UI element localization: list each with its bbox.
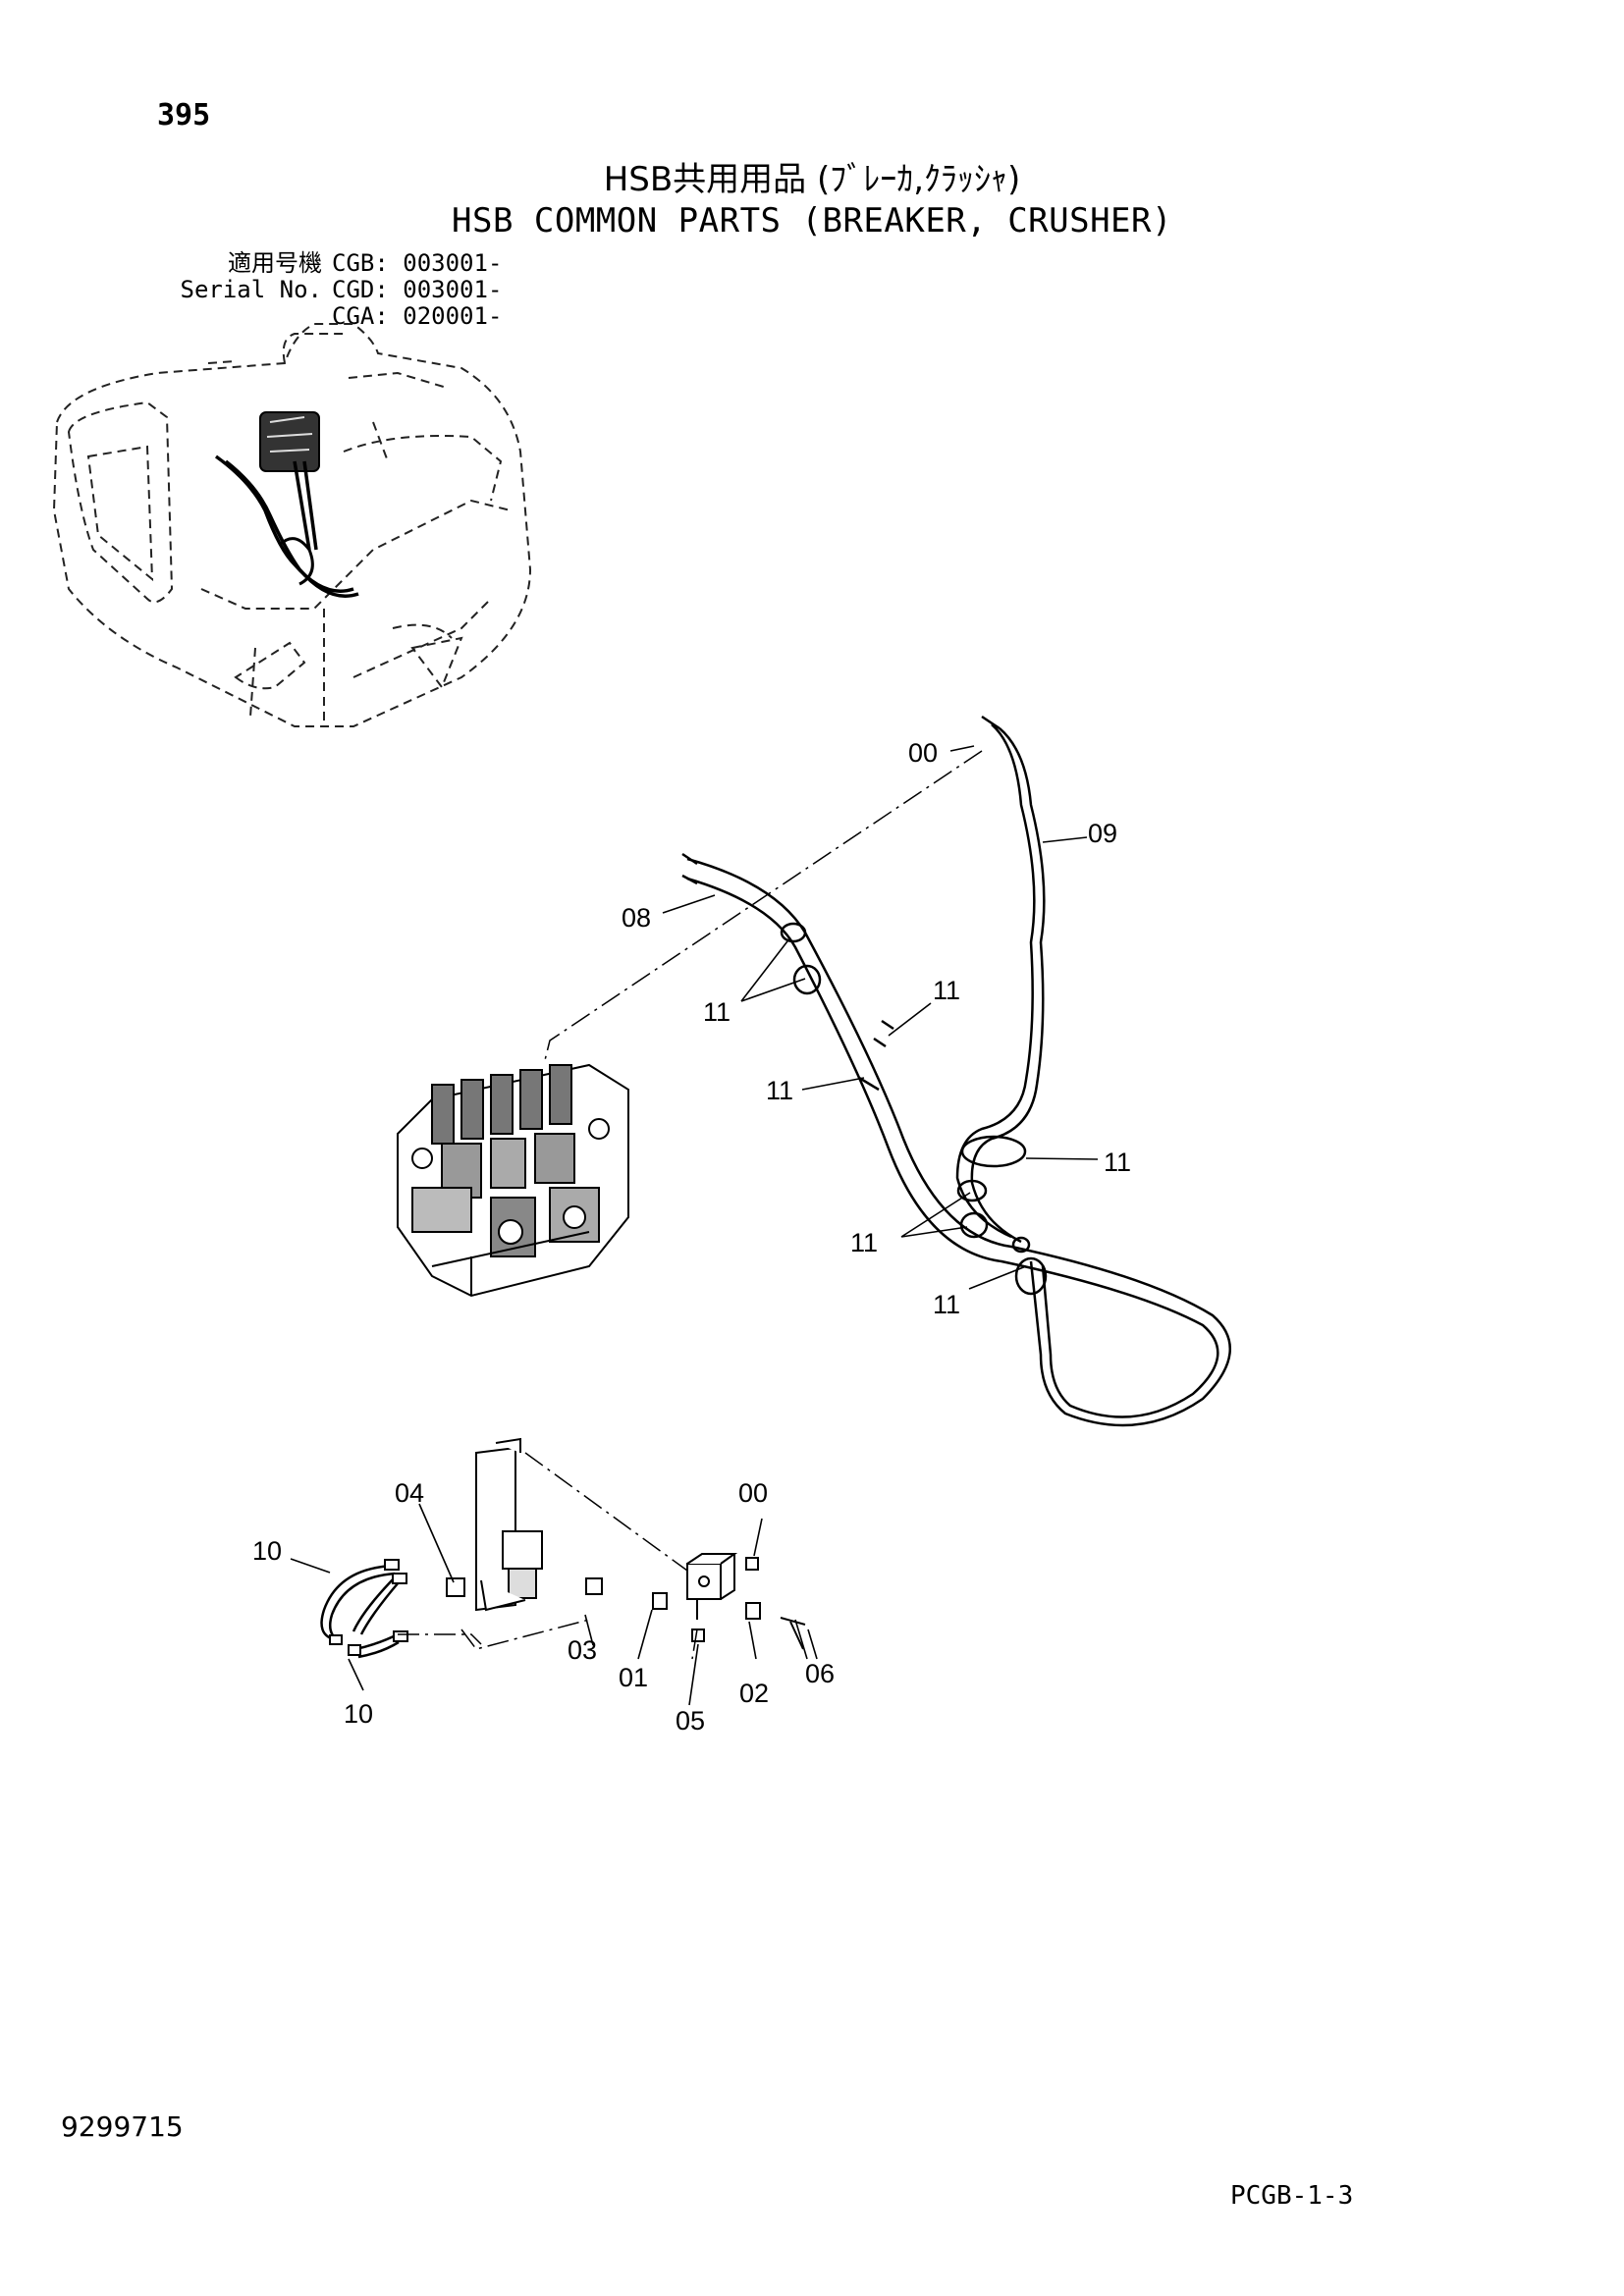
callout-11: 11	[933, 1290, 960, 1319]
callout-10: 10	[344, 1699, 373, 1729]
page-number: 395	[157, 98, 211, 133]
page-title-japanese: HSB共用用品 (ﾌﾞﾚｰｶ,ｸﾗｯｼｬ)	[603, 160, 1021, 199]
serial-row: CGA: 020001-	[155, 303, 502, 330]
serial-label-japanese: 適用号機	[228, 249, 322, 277]
machine-overview-illustration	[52, 323, 532, 727]
serial-entry: CGD: 003001-	[332, 276, 503, 303]
serial-entry: CGA: 020001-	[332, 302, 503, 330]
callout-leader-lines	[290, 745, 1099, 1706]
document-number: 9299715	[61, 2110, 184, 2143]
serial-entry: CGB: 003001-	[332, 249, 503, 277]
serial-row: 適用号機 CGB: 003001-	[155, 250, 502, 277]
callout-00: 00	[908, 738, 938, 768]
callout-11: 11	[850, 1228, 878, 1257]
callout-11: 11	[703, 997, 731, 1027]
page-code: PCGB-1-3	[1230, 2181, 1354, 2211]
small-fittings	[446, 1557, 761, 1642]
callout-06: 06	[805, 1659, 835, 1688]
callout-02: 02	[739, 1679, 769, 1708]
control-valve-illustration	[397, 1063, 629, 1298]
callout-11: 11	[1104, 1148, 1131, 1177]
serial-label-english: Serial No.	[180, 276, 323, 303]
callout-11: 11	[933, 976, 960, 1005]
callout-01: 01	[619, 1663, 648, 1692]
serial-row: Serial No. CGD: 003001-	[155, 276, 503, 303]
page-title-english: HSB COMMON PARTS (BREAKER, CRUSHER)	[452, 201, 1172, 240]
bracket-assembly-illustration	[475, 1437, 806, 1650]
phantom-connection-lines	[398, 750, 983, 1660]
callout-00: 00	[738, 1478, 768, 1508]
callout-03: 03	[568, 1635, 597, 1665]
callout-04: 04	[395, 1478, 424, 1508]
callout-05: 05	[676, 1706, 705, 1735]
callout-11: 11	[766, 1076, 793, 1105]
breaker-hose-routing	[681, 715, 1232, 1427]
callout-08: 08	[622, 903, 651, 933]
callout-10: 10	[252, 1536, 282, 1566]
overview-valve-and-hoses	[214, 411, 359, 598]
callout-09: 09	[1088, 819, 1117, 848]
hose-fitting-ends	[329, 1559, 408, 1656]
